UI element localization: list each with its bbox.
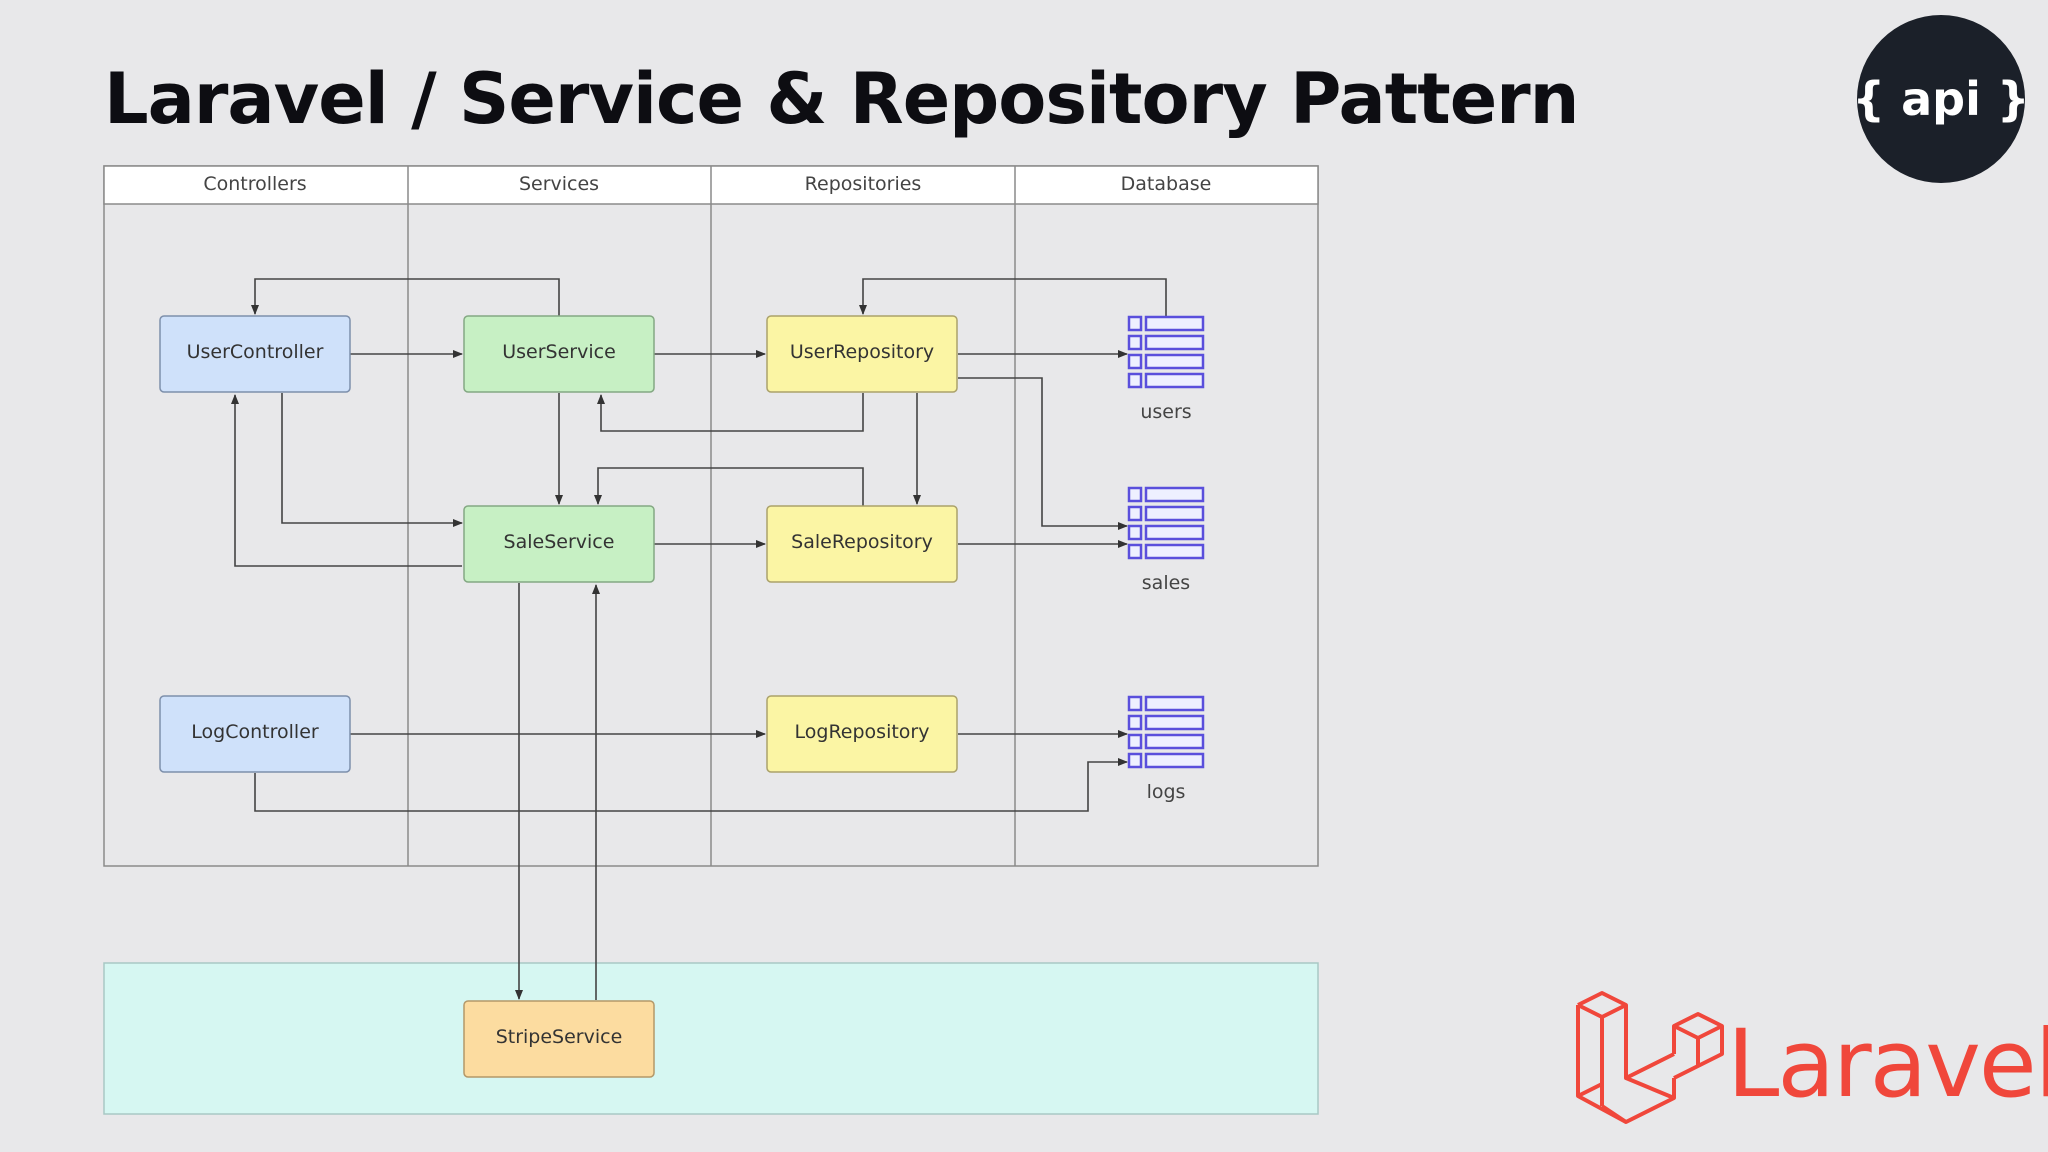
lane-header-services: Services xyxy=(519,173,599,195)
node-sale-repository: SaleRepository xyxy=(766,505,958,583)
node-stripe-service-label: StripeService xyxy=(496,1026,623,1048)
api-badge-label: { api } xyxy=(1852,72,2030,126)
node-user-service-label: UserService xyxy=(502,341,616,363)
laravel-logo-icon xyxy=(1576,991,1724,1124)
edge-sale-repository-to-sale-service xyxy=(594,467,864,506)
node-sale-repository-label: SaleRepository xyxy=(791,531,933,553)
page-title: Laravel / Service & Repository Pattern xyxy=(104,58,1580,140)
laravel-wordmark: Laravel xyxy=(1727,1010,2048,1119)
lane-header-repositories: Repositories xyxy=(805,173,922,195)
node-log-controller: LogController xyxy=(159,695,351,773)
node-log-repository: LogRepository xyxy=(766,695,958,773)
database-table-icon xyxy=(1127,315,1205,389)
edge-user-service-to-user-controller xyxy=(251,278,560,316)
node-user-service: UserService xyxy=(463,315,655,393)
database-table-icon xyxy=(1127,695,1205,769)
lane-header-database: Database xyxy=(1121,173,1212,195)
external-zone xyxy=(103,962,1319,1115)
connectors xyxy=(231,278,1167,1000)
node-user-repository: UserRepository xyxy=(766,315,958,393)
api-badge: { api } xyxy=(1852,15,2030,183)
node-user-repository-label: UserRepository xyxy=(790,341,934,363)
swimlane-frame xyxy=(103,165,1319,867)
node-log-controller-label: LogController xyxy=(191,721,319,743)
edge-user-controller-to-sale-service xyxy=(281,393,463,527)
table-label-sales: sales xyxy=(1142,572,1190,594)
table-label-users: users xyxy=(1140,401,1191,423)
edge-user-repository-to-sales xyxy=(958,377,1128,530)
table-label-logs: logs xyxy=(1147,781,1186,803)
node-stripe-service: StripeService xyxy=(463,1000,655,1078)
node-log-repository-label: LogRepository xyxy=(795,721,930,743)
edge-log-controller-to-logs xyxy=(254,758,1128,812)
node-sale-service: SaleService xyxy=(463,505,655,583)
edge-user-repository-to-user-service xyxy=(597,393,864,432)
node-user-controller-label: UserController xyxy=(187,341,324,363)
edge-sale-service-to-user-controller xyxy=(231,394,462,567)
lane-header-controllers: Controllers xyxy=(203,173,306,195)
edge-users-to-user-repository xyxy=(859,278,1167,317)
node-sale-service-label: SaleService xyxy=(504,531,615,553)
database-table-icon xyxy=(1127,486,1205,560)
node-user-controller: UserController xyxy=(159,315,351,393)
